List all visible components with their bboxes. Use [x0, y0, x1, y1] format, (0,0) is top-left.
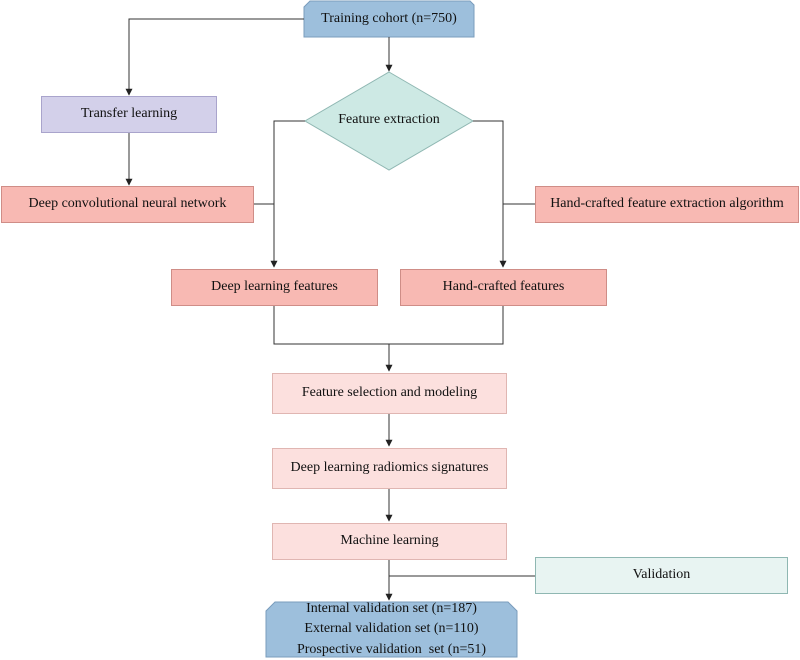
edge-extraction-deep [270, 120, 305, 268]
handcrafted-features-label: Hand-crafted features [442, 279, 565, 295]
node-validation-sets: Internal validation set (n=187) External… [266, 601, 517, 657]
deep-learning-features-label: Deep learning features [211, 279, 338, 295]
validation-label: Validation [632, 567, 691, 583]
internal-validation-label: Internal validation set (n=187) [306, 601, 477, 617]
feature-extraction-diamond [304, 71, 474, 171]
machine-learning-label: Machine learning [340, 533, 439, 549]
node-machine-learning: Machine learning [272, 523, 507, 560]
node-handcrafted-algorithm: Hand-crafted feature extraction algorith… [535, 186, 799, 223]
validation-sets-shape [265, 601, 518, 658]
feature-extraction-label: Feature extraction [338, 112, 440, 127]
node-signatures: Deep learning radiomics signatures [272, 448, 507, 489]
feature-selection-label: Feature selection and modeling [301, 385, 478, 401]
edge-cohort-transfer [125, 18, 304, 96]
node-training-cohort: Training cohort (n=750) [304, 1, 474, 37]
edge-extraction-handcrafted [473, 120, 507, 268]
node-deep-learning-features: Deep learning features [171, 269, 378, 306]
training-cohort-shape [303, 0, 475, 38]
training-cohort-label: Training cohort (n=750) [321, 10, 457, 26]
handcrafted-algorithm-label: Hand-crafted feature extraction algorith… [550, 196, 784, 212]
node-dcnn: Deep convolutional neural network [1, 186, 254, 223]
node-handcrafted-features: Hand-crafted features [400, 269, 607, 306]
prospective-validation-label: Prospective validation set (n=51) [296, 641, 487, 657]
node-validation: Validation [535, 557, 788, 594]
edge-features-merge [273, 306, 504, 345]
node-feature-extraction: Feature extraction [315, 112, 463, 128]
dcnn-label: Deep convolutional neural network [28, 196, 227, 212]
node-transfer-learning: Transfer learning [41, 96, 217, 133]
transfer-learning-label: Transfer learning [80, 106, 178, 122]
node-feature-selection: Feature selection and modeling [272, 373, 507, 414]
external-validation-label: External validation set (n=110) [304, 621, 479, 637]
signatures-label: Deep learning radiomics signatures [290, 460, 489, 476]
